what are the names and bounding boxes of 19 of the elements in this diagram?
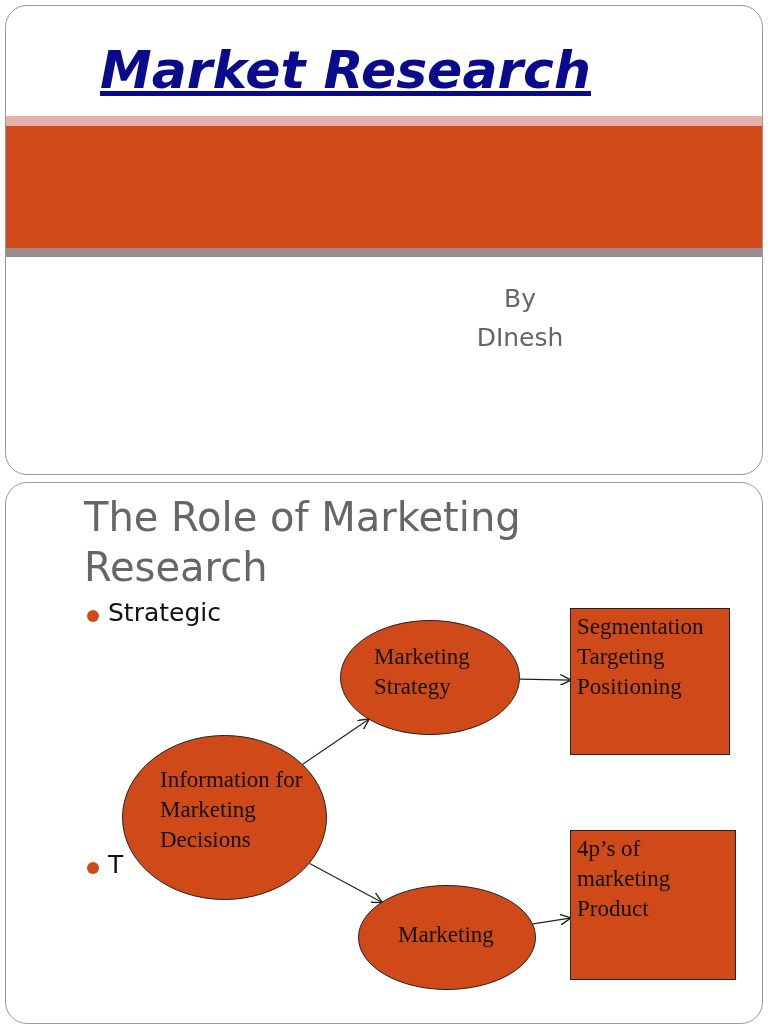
process-box: [570, 608, 730, 755]
node-label: 4p’s of marketing Product: [577, 835, 672, 923]
arrow: [532, 913, 572, 926]
ellipse-node: [340, 620, 520, 735]
process-box: [570, 830, 736, 980]
node-label: Marketing Strategy: [374, 643, 471, 701]
node-label: Information for Marketing Decisions: [160, 766, 304, 854]
bullet-text: T: [108, 850, 124, 879]
slide-heading: The Role of Marketing Research: [84, 493, 522, 592]
arrow: [519, 673, 572, 686]
bullet-text: Strategic: [108, 598, 221, 627]
node-label: Marketing: [398, 921, 495, 949]
arrow: [309, 862, 383, 904]
node-label: Segmentation Targeting Positioning: [577, 613, 705, 701]
ellipse-node: [122, 735, 327, 900]
author-text: By DInesh: [475, 283, 565, 354]
slide-title: Market Research: [100, 40, 591, 100]
arrow: [302, 718, 371, 765]
ellipse-node: [358, 885, 536, 990]
